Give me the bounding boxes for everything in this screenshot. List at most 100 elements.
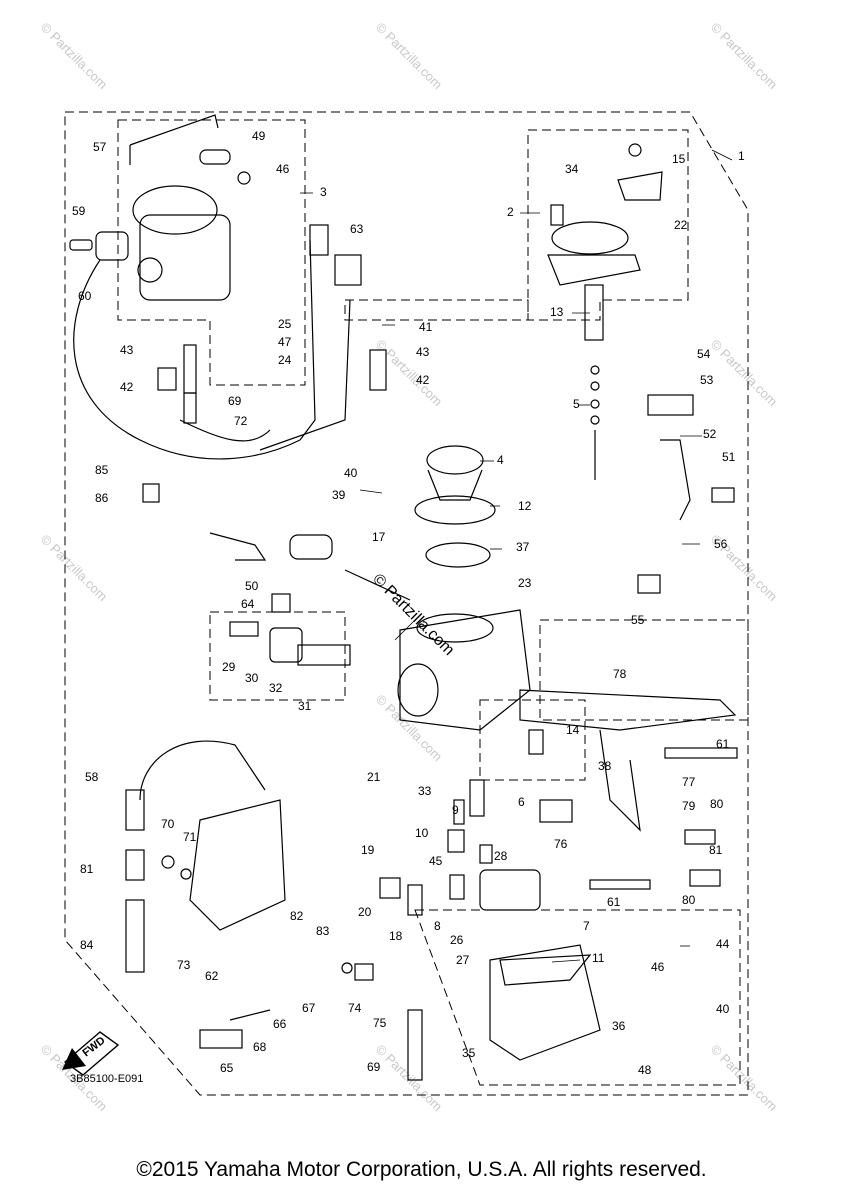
callout-10: 10	[415, 826, 429, 840]
callout-12: 12	[518, 499, 532, 513]
callout-51: 51	[722, 450, 736, 464]
callout-9: 9	[452, 803, 459, 817]
watermark-text: © Partzilla.com	[708, 20, 781, 93]
callout-28: 28	[494, 849, 508, 863]
callout-43: 43	[120, 343, 134, 357]
callout-85: 85	[95, 463, 109, 477]
callout-42: 42	[120, 380, 134, 394]
callout-43: 43	[416, 345, 430, 359]
callout-82: 82	[290, 909, 304, 923]
callout-labels: 1234567891011121314151718192021222324252…	[72, 129, 745, 1077]
fwd-arrow-icon: FWD	[62, 1031, 120, 1076]
callout-83: 83	[316, 924, 330, 938]
callout-7: 7	[583, 919, 590, 933]
callout-55: 55	[631, 613, 645, 627]
callout-29: 29	[222, 660, 236, 674]
watermark-text: © Partzilla.com	[373, 1042, 446, 1115]
callout-33: 33	[418, 784, 432, 798]
callout-62: 62	[205, 969, 219, 983]
callout-17: 17	[372, 530, 386, 544]
callout-56: 56	[714, 537, 728, 551]
callout-21: 21	[367, 770, 381, 784]
callout-79: 79	[682, 799, 696, 813]
callout-53: 53	[700, 373, 714, 387]
callout-69: 69	[228, 394, 242, 408]
callout-59: 59	[72, 204, 86, 218]
callout-65: 65	[220, 1061, 234, 1075]
callout-86: 86	[95, 491, 109, 505]
callout-23: 23	[518, 576, 532, 590]
diagram-code: 3B85100-E091	[70, 1073, 143, 1085]
callout-35: 35	[462, 1046, 476, 1060]
callout-60: 60	[78, 289, 92, 303]
callout-36: 36	[612, 1019, 626, 1033]
assembly-boundary	[64, 111, 749, 1096]
callout-27: 27	[456, 953, 470, 967]
callout-32: 32	[269, 681, 283, 695]
callout-47: 47	[278, 335, 292, 349]
callout-64: 64	[241, 597, 255, 611]
callout-81: 81	[80, 862, 94, 876]
callout-57: 57	[93, 140, 107, 154]
callout-37: 37	[516, 540, 530, 554]
callout-39: 39	[332, 488, 346, 502]
callout-42: 42	[416, 373, 430, 387]
callout-78: 78	[613, 667, 627, 681]
callout-80: 80	[710, 797, 724, 811]
copyright-notice: ©2015 Yamaha Motor Corporation, U.S.A. A…	[136, 1158, 707, 1181]
callout-49: 49	[252, 129, 266, 143]
callout-3: 3	[320, 185, 327, 199]
callout-34: 34	[565, 162, 579, 176]
callout-5: 5	[573, 397, 580, 411]
parts-sketch	[69, 114, 738, 1081]
leader-lines	[300, 149, 733, 963]
watermark-text: © Partzilla.com	[708, 1042, 781, 1115]
callout-61: 61	[716, 737, 730, 751]
callout-11: 11	[592, 951, 605, 965]
callout-24: 24	[278, 353, 292, 367]
callout-22: 22	[674, 218, 688, 232]
callout-4: 4	[497, 453, 504, 467]
callout-70: 70	[161, 817, 175, 831]
callout-50: 50	[245, 579, 259, 593]
callout-40: 40	[716, 1002, 730, 1016]
callout-72: 72	[234, 414, 248, 428]
callout-8: 8	[434, 919, 441, 933]
callout-54: 54	[697, 347, 711, 361]
callout-19: 19	[361, 843, 375, 857]
callout-14: 14	[566, 723, 580, 737]
callout-74: 74	[348, 1001, 362, 1015]
watermark-text: © Partzilla.com	[373, 692, 446, 765]
callout-1: 1	[738, 149, 745, 163]
callout-71: 71	[183, 830, 197, 844]
callout-13: 13	[550, 305, 564, 319]
callout-2: 2	[507, 205, 514, 219]
watermark-text: © Partzilla.com	[373, 337, 446, 410]
callout-26: 26	[450, 933, 464, 947]
watermark-text: © Partzilla.com	[38, 20, 111, 93]
callout-84: 84	[80, 938, 94, 952]
watermark-text: © Partzilla.com	[38, 532, 111, 605]
callout-20: 20	[358, 905, 372, 919]
callout-48: 48	[638, 1063, 652, 1077]
callout-76: 76	[554, 837, 568, 851]
callout-66: 66	[273, 1017, 287, 1031]
callout-15: 15	[672, 152, 686, 166]
callout-18: 18	[389, 929, 403, 943]
callout-41: 41	[419, 320, 433, 334]
callout-73: 73	[177, 958, 191, 972]
callout-25: 25	[278, 317, 292, 331]
callout-44: 44	[716, 937, 730, 951]
callout-80: 80	[682, 893, 696, 907]
callout-58: 58	[85, 770, 99, 784]
callout-67: 67	[302, 1001, 316, 1015]
callout-46: 46	[651, 960, 665, 974]
callout-69: 69	[367, 1060, 381, 1074]
callout-46: 46	[276, 162, 290, 176]
callout-75: 75	[373, 1016, 387, 1030]
callout-6: 6	[518, 795, 525, 809]
callout-38: 38	[598, 759, 612, 773]
callout-30: 30	[245, 671, 259, 685]
watermark-text: © Partzilla.com	[708, 337, 781, 410]
